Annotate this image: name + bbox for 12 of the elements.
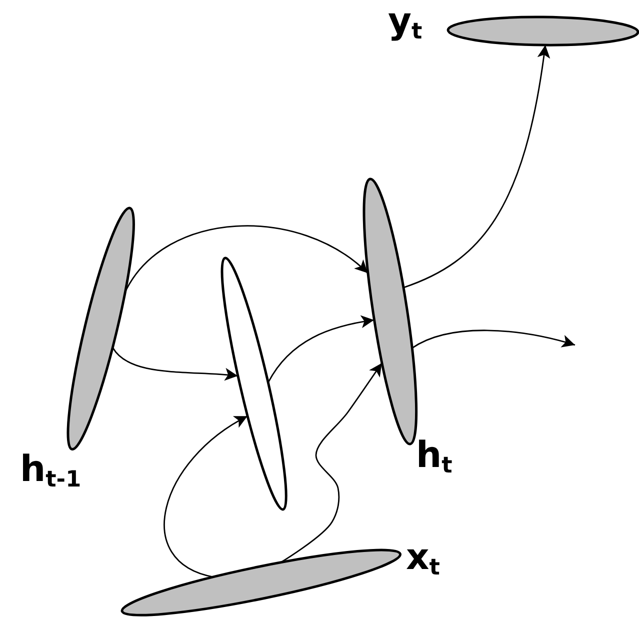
node-label: y$_{t}$ [388, 4, 422, 43]
layer-ellipse [220, 256, 288, 512]
arrow [267, 316, 374, 384]
node-label: x$_{t}$ [406, 540, 440, 579]
arrow [412, 330, 576, 349]
arrow [124, 225, 368, 292]
arrow [164, 416, 248, 578]
arrow [112, 347, 238, 382]
arrow [403, 44, 550, 288]
node-label: h$_{t}$ [416, 438, 452, 477]
node-label: h$_{t-1}$ [20, 452, 82, 491]
arrow [279, 362, 382, 564]
